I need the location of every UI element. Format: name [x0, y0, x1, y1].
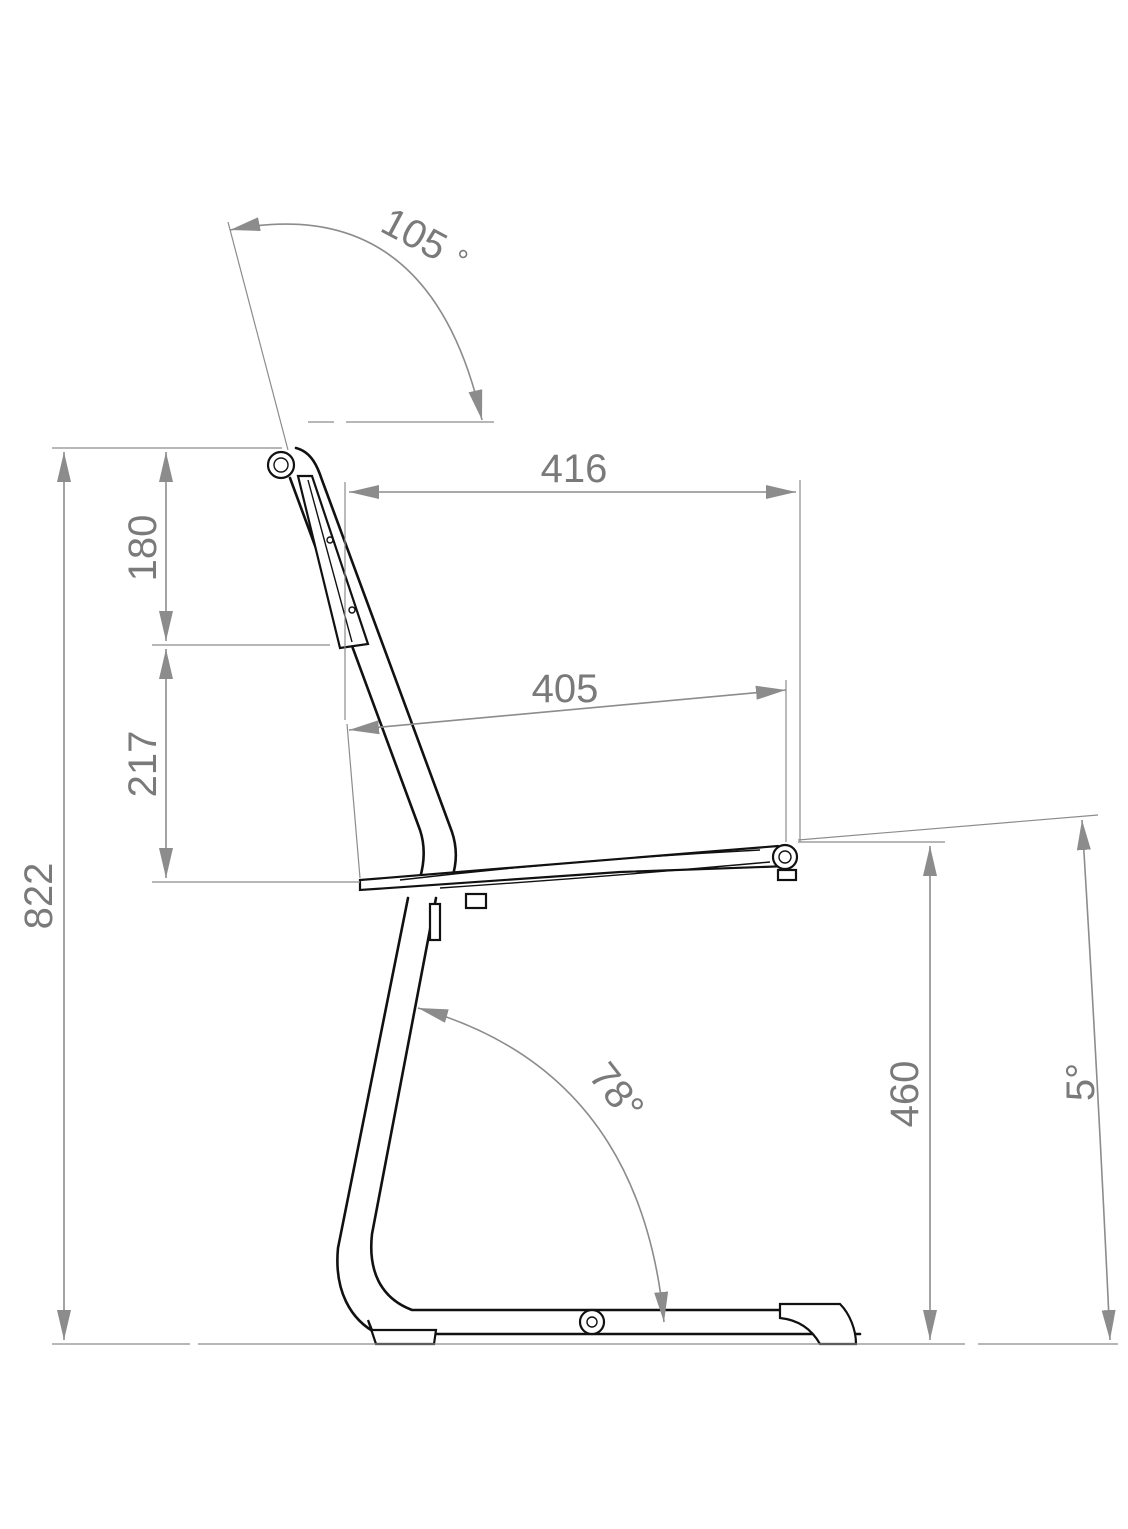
seat-shell-bottom-detail	[439, 861, 771, 889]
backrest-pad	[296, 474, 370, 650]
label-backrest-angle: 105	[374, 199, 454, 269]
seat-shell-top-detail	[399, 849, 761, 881]
base-adjust-screw	[578, 1308, 606, 1336]
seat-front-knob	[771, 843, 799, 871]
frame-leg-slot	[428, 902, 442, 942]
dimension-lines	[52, 217, 1118, 1345]
ext-seat-tilt	[797, 814, 1099, 841]
label-backrest-angle-degree: °	[447, 243, 473, 278]
label-total-height: 822	[17, 863, 61, 930]
backrest-top-knob	[266, 450, 296, 480]
backrest-top-knob-inner	[273, 457, 289, 473]
frame-leg-front	[336, 896, 410, 1336]
dim-frame-angle-arc	[417, 1007, 669, 1323]
seat-front-clip	[776, 868, 798, 882]
backrest-tube	[294, 446, 458, 880]
backrest-tube-inner	[288, 476, 426, 880]
dim-seat-depth	[348, 685, 787, 735]
label-seat-tilt: 5°	[1059, 1063, 1103, 1101]
label-seat-depth: 405	[532, 667, 599, 711]
seat-front-knob-inner	[778, 850, 792, 864]
label-back-lower: 217	[121, 731, 165, 798]
label-seat-height: 460	[883, 1061, 927, 1128]
dimension-labels: 822 180 217 460 5° 416 405 105 ° 78°	[17, 199, 1103, 1129]
dim-backrest-angle-arc	[229, 217, 483, 421]
backrest-pad-screw-1	[326, 536, 334, 544]
backrest-pad-screw-2	[348, 606, 356, 614]
ext-105-back	[227, 221, 289, 451]
foot-cap-rear	[366, 1319, 438, 1346]
ext-405-left	[346, 723, 361, 879]
frame-leg-back	[370, 896, 792, 1312]
label-back-depth: 416	[541, 447, 608, 491]
label-back-upper: 180	[121, 515, 165, 582]
chair	[266, 446, 862, 1346]
seat-clip	[464, 892, 488, 910]
dim-seat-tilt-arc	[1076, 819, 1116, 1341]
foot-cap-front	[778, 1302, 858, 1346]
